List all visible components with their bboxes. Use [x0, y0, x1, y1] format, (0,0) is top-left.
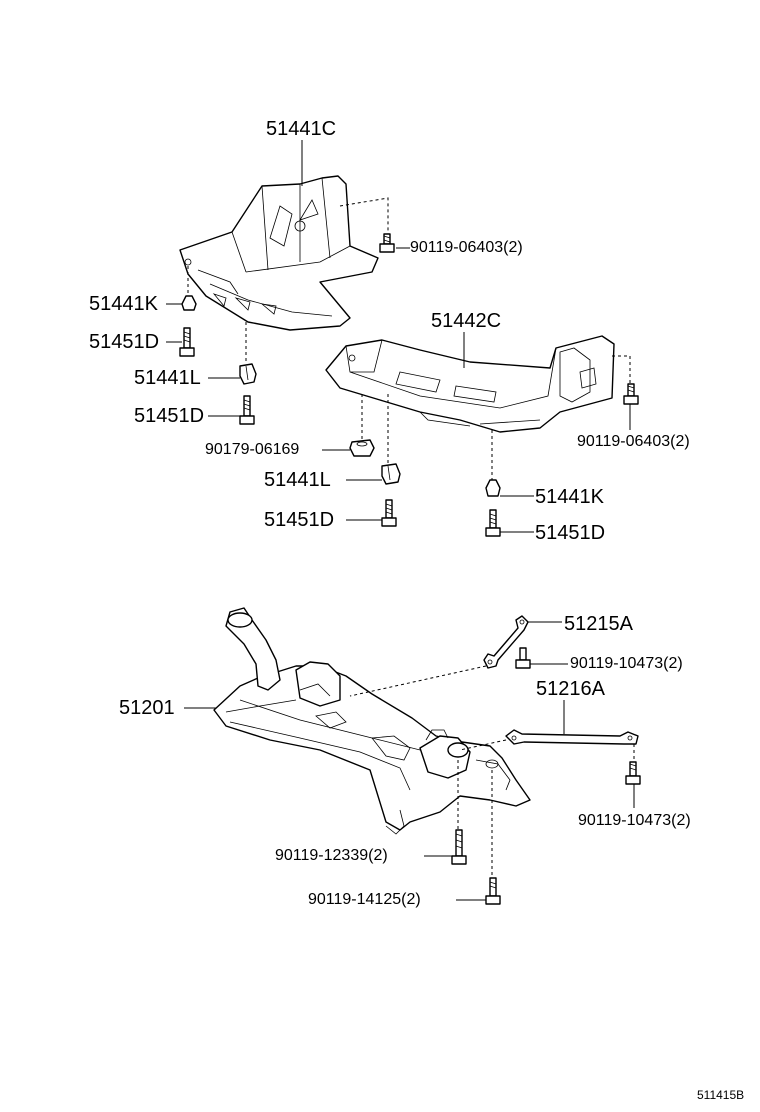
clip-nut-icon: [181, 295, 197, 311]
callout-51441L-left: 51441L: [134, 367, 201, 389]
callout-51215A: 51215A: [564, 613, 633, 635]
bolt-icon: [451, 829, 467, 865]
callout-90119-12339: 90119-12339(2): [275, 847, 388, 864]
callout-51451D-left-upper: 51451D: [89, 331, 160, 353]
crossmember-brace-rear: [505, 729, 639, 745]
callout-51441C: 51441C: [266, 118, 337, 140]
callout-51451D-center: 51451D: [264, 509, 335, 531]
callout-90119-14125: 90119-14125(2): [308, 891, 421, 908]
screw-icon: [485, 509, 501, 537]
engine-under-cover-front: [179, 175, 379, 331]
screw-icon: [239, 395, 255, 425]
screw-icon: [381, 499, 397, 527]
callout-51451D-left-lower: 51451D: [134, 405, 205, 427]
callout-51216A: 51216A: [536, 678, 605, 700]
clip-nut-icon: [485, 479, 501, 497]
callout-51442C: 51442C: [431, 310, 502, 332]
bolt-icon: [623, 383, 639, 405]
engine-under-cover-rear: [325, 335, 615, 433]
callout-90119-10473-lower: 90119-10473(2): [578, 812, 691, 829]
diagram-id: 511415B: [697, 1088, 745, 1102]
crossmember-brace-front: [483, 615, 529, 669]
bolt-icon: [379, 233, 395, 253]
callout-51201: 51201: [119, 697, 175, 719]
callout-90119-06403-right: 90119-06403(2): [577, 433, 690, 450]
bolt-icon: [625, 761, 641, 785]
callout-51441L-center: 51441L: [264, 469, 331, 491]
callout-51441K-right: 51441K: [535, 486, 604, 508]
callout-90119-10473-upper: 90119-10473(2): [570, 655, 683, 672]
screw-icon: [179, 327, 195, 357]
front-suspension-crossmember: [213, 607, 531, 835]
callout-90179-06169: 90179-06169: [205, 441, 300, 458]
clip-icon: [239, 363, 257, 385]
leader-lines: [166, 140, 635, 901]
callout-90119-06403-upper: 90119-06403(2): [410, 239, 523, 256]
nut-icon: [349, 439, 375, 457]
clip-icon: [381, 463, 401, 485]
callout-51451D-right: 51451D: [535, 522, 606, 544]
bolt-icon: [515, 647, 531, 669]
bolt-icon: [485, 877, 501, 905]
assembly-lines: [187, 197, 635, 878]
callout-51441K-left: 51441K: [89, 293, 158, 315]
